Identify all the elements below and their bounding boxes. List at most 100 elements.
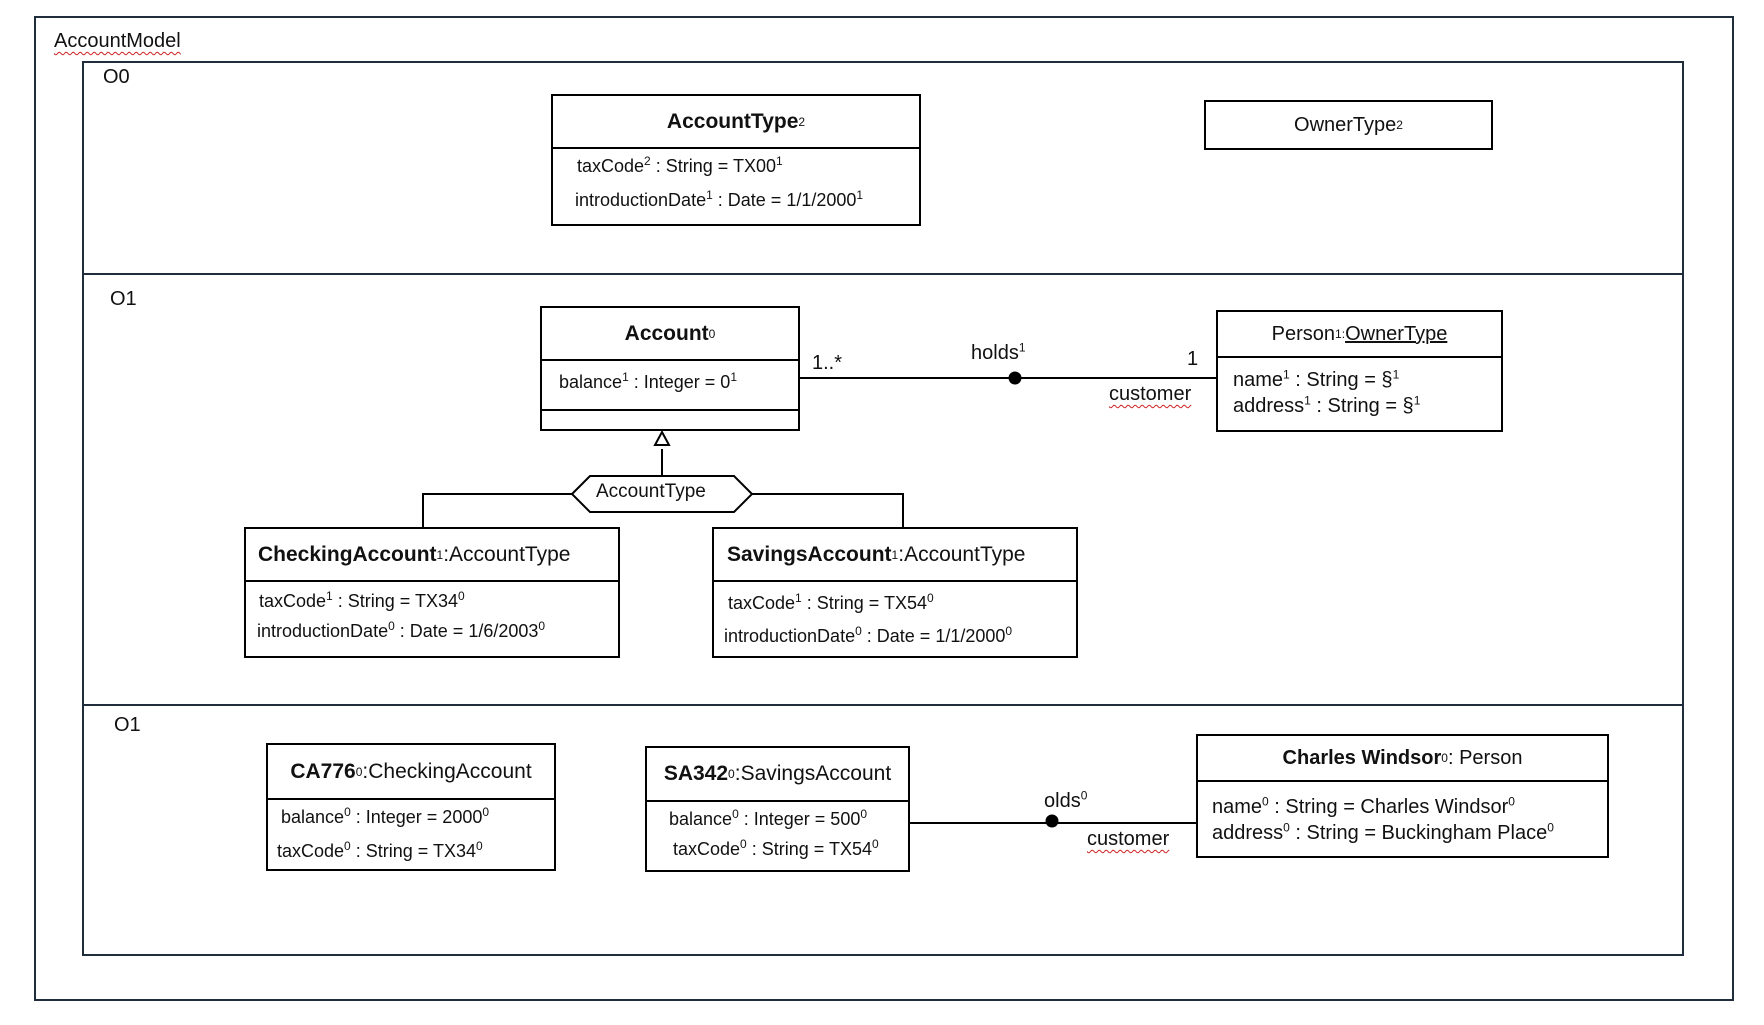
holds-role-customer: customer	[1109, 383, 1192, 405]
attr-val-sup: 0	[1508, 794, 1515, 809]
attr-type: : String = Buckingham Place	[1289, 822, 1548, 844]
level-label-o1-instances: O1	[114, 714, 141, 736]
generalization-arrowhead	[653, 429, 671, 446]
powertype-hexagon	[570, 475, 754, 513]
holds-mult-left: 1..*	[812, 352, 843, 374]
ownertype-name: OwnerType	[1294, 113, 1397, 136]
savingsaccount-name: SavingsAccount	[727, 542, 892, 566]
level-label-o0: O0	[103, 66, 130, 88]
attr-val-sup: 1	[856, 188, 864, 202]
attr-val-sup: 0	[475, 839, 483, 853]
attr-sup: 1	[1304, 393, 1311, 408]
attr-sup: 2	[644, 154, 651, 168]
attr-name: balance	[559, 372, 623, 392]
attr-val-sup: 1	[1392, 367, 1400, 382]
ca776-name: CA776	[290, 759, 356, 783]
person-attr-name: name1 : String = §1	[1233, 367, 1400, 392]
attr-type: : String = §	[1289, 369, 1393, 391]
attr-val-sup: 1	[1413, 393, 1421, 408]
attr-name: introductionDate	[575, 190, 707, 210]
attr-sup: 1	[706, 188, 713, 202]
generalization-branch-left	[422, 493, 572, 529]
ca776-instance[interactable]: CA776 0 :CheckingAccount balance0 : Intege…	[266, 743, 556, 871]
attr-type: : Integer = 500	[738, 809, 861, 829]
attr-name: taxCode	[577, 156, 645, 176]
attr-sup: 0	[1283, 820, 1290, 835]
attr-val-sup: 0	[457, 589, 465, 603]
holds-text: holds	[971, 342, 1019, 364]
savingsaccount-type: :AccountType	[898, 542, 1026, 566]
attr-name: introductionDate	[257, 621, 389, 641]
savingsaccount-attr-taxcode: taxCode1 : String = TX540	[728, 591, 934, 614]
attr-sup: 0	[740, 837, 747, 851]
attr-sup: 0	[344, 839, 351, 853]
attr-sup: 0	[732, 807, 739, 821]
attr-type: : Date = 1/1/2000	[712, 190, 857, 210]
attr-val-sup: 0	[482, 805, 490, 819]
savingsaccount-attr-introductiondate: introductionDate0 : Date = 1/1/20000	[724, 624, 1013, 647]
holds-link-label: olds0	[1044, 789, 1087, 813]
attr-name: taxCode	[728, 593, 796, 613]
person-type: OwnerType	[1345, 322, 1448, 345]
attr-name: address	[1212, 822, 1284, 844]
holds-assoc-label: holds1	[971, 340, 1026, 365]
accounttype-name: AccountType	[666, 109, 799, 133]
sa342-attr-balance: balance0 : Integer = 5000	[669, 807, 868, 830]
attr-type: : String = TX54	[746, 839, 872, 859]
attr-name: taxCode	[673, 839, 741, 859]
attr-name: taxCode	[259, 591, 327, 611]
holds-link-role-customer: customer	[1087, 828, 1170, 850]
attr-name: address	[1233, 395, 1305, 417]
attr-sup: 0	[1262, 794, 1269, 809]
attr-sup: 1	[326, 589, 333, 603]
attr-name: introductionDate	[724, 626, 856, 646]
attr-type: : Date = 1/1/2000	[861, 626, 1006, 646]
attr-name: name	[1233, 369, 1284, 391]
sa342-attr-taxcode: taxCode0 : String = TX540	[673, 837, 879, 860]
holds-mult-right: 1	[1187, 348, 1199, 370]
holds-link-dot	[1045, 814, 1059, 828]
attr-sup: 1	[795, 591, 802, 605]
attr-type: : Integer = 0	[628, 372, 731, 392]
attr-val-sup: 1	[730, 370, 738, 384]
holds-sup: 1	[1018, 340, 1026, 355]
attr-val-sup: 0	[871, 837, 879, 851]
attr-val-sup: 0	[860, 807, 868, 821]
ca776-type: :CheckingAccount	[362, 759, 532, 783]
attr-name: taxCode	[277, 841, 345, 861]
attr-val-sup: 0	[1547, 820, 1554, 835]
attr-val-sup: 0	[1005, 624, 1013, 638]
person-name: Person	[1271, 322, 1336, 345]
charles-windsor-name: Charles Windsor	[1282, 746, 1442, 769]
accounttype-attr-taxcode: taxCode2 : String = TX001	[577, 154, 783, 177]
attr-sup: 1	[622, 370, 629, 384]
attr-type: : String = TX54	[801, 593, 927, 613]
attr-type: : String = §	[1310, 395, 1414, 417]
checkingaccount-name: CheckingAccount	[258, 542, 437, 566]
ca776-attr-balance: balance0 : Integer = 20000	[281, 805, 490, 828]
attr-type: : Date = 1/6/2003	[394, 621, 539, 641]
attr-sup: 1	[1283, 367, 1290, 382]
charles-windsor-attr-name: name0 : String = Charles Windsor0	[1212, 794, 1515, 819]
model-label: AccountModel	[54, 30, 181, 52]
attr-val-sup: 1	[775, 154, 783, 168]
charles-windsor-attr-address: address0 : String = Buckingham Place0	[1212, 820, 1554, 845]
attr-type: : Integer = 2000	[350, 807, 483, 827]
person-attr-address: address1 : String = §1	[1233, 393, 1421, 418]
attr-type: : String = TX00	[650, 156, 776, 176]
attr-type: : String = Charles Windsor	[1268, 796, 1509, 818]
